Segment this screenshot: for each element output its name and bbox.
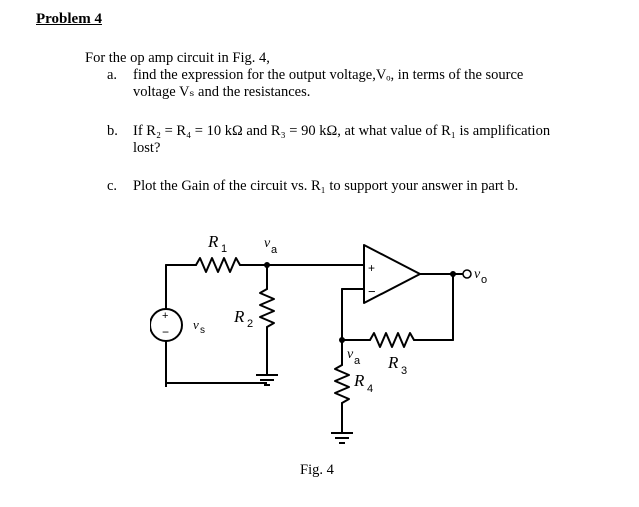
va-label: v xyxy=(264,236,271,251)
va2-label: v xyxy=(347,347,354,362)
opamp-triangle xyxy=(363,244,421,304)
question-b-marker: b. xyxy=(107,123,118,139)
node-va2-dot xyxy=(339,337,345,343)
question-b-line-2: lost? xyxy=(133,140,161,156)
output-terminal-icon xyxy=(462,269,472,279)
r2-label-sub: 2 xyxy=(247,318,253,330)
r3-label-sub: 3 xyxy=(401,365,407,377)
problem-heading: Problem 4 xyxy=(36,11,102,27)
r1-label: R xyxy=(207,232,219,251)
r4-resistor xyxy=(334,364,350,404)
circuit-diagram: + − + − R 1 v a v s R 2 v a R 3 R 4 v o xyxy=(150,232,487,444)
node-va-dot xyxy=(264,262,270,268)
r3-label: R xyxy=(387,353,399,372)
r4-label-sub: 4 xyxy=(367,383,373,395)
question-c-marker: c. xyxy=(107,178,118,194)
question-a: a. find the expression for the output vo… xyxy=(107,67,607,107)
question-a-line-2: voltage Vₛ and the resistances. xyxy=(133,84,311,100)
r4-label: R xyxy=(353,371,365,390)
r1-label-sub: 1 xyxy=(221,243,227,255)
vo-label-sub: o xyxy=(481,274,487,286)
va-label-sub: a xyxy=(271,244,278,256)
question-a-line-1: find the expression for the output volta… xyxy=(133,67,524,83)
r1-resistor xyxy=(195,257,241,273)
r3-resistor xyxy=(369,332,415,348)
opamp-minus-sign: − xyxy=(368,284,376,299)
voltage-source-circle xyxy=(150,308,183,342)
vs-label: v xyxy=(193,317,199,332)
problem-intro: For the op amp circuit in Fig. 4, xyxy=(85,50,270,66)
vo-label: v xyxy=(474,267,481,282)
r2-resistor xyxy=(259,288,275,328)
figure-caption: Fig. 4 xyxy=(300,462,334,478)
va2-label-sub: a xyxy=(354,355,361,367)
opamp-plus-sign: + xyxy=(368,261,375,275)
question-c: c. Plot the Gain of the circuit vs. R₁ t… xyxy=(107,178,607,198)
ground-icon-r4 xyxy=(331,432,353,444)
source-minus-sign: − xyxy=(162,325,169,339)
question-a-marker: a. xyxy=(107,67,118,83)
ground-icon-r2 xyxy=(256,374,278,386)
vs-label-sub: s xyxy=(200,325,205,336)
r2-label: R xyxy=(233,307,245,326)
question-b: b. If R₂ = R₄ = 10 kΩ and R₃ = 90 kΩ, at… xyxy=(107,123,627,163)
question-b-line-1: If R₂ = R₄ = 10 kΩ and R₃ = 90 kΩ, at wh… xyxy=(133,123,551,139)
source-plus-sign: + xyxy=(162,310,168,322)
question-c-line-1: Plot the Gain of the circuit vs. R₁ to s… xyxy=(133,178,519,194)
